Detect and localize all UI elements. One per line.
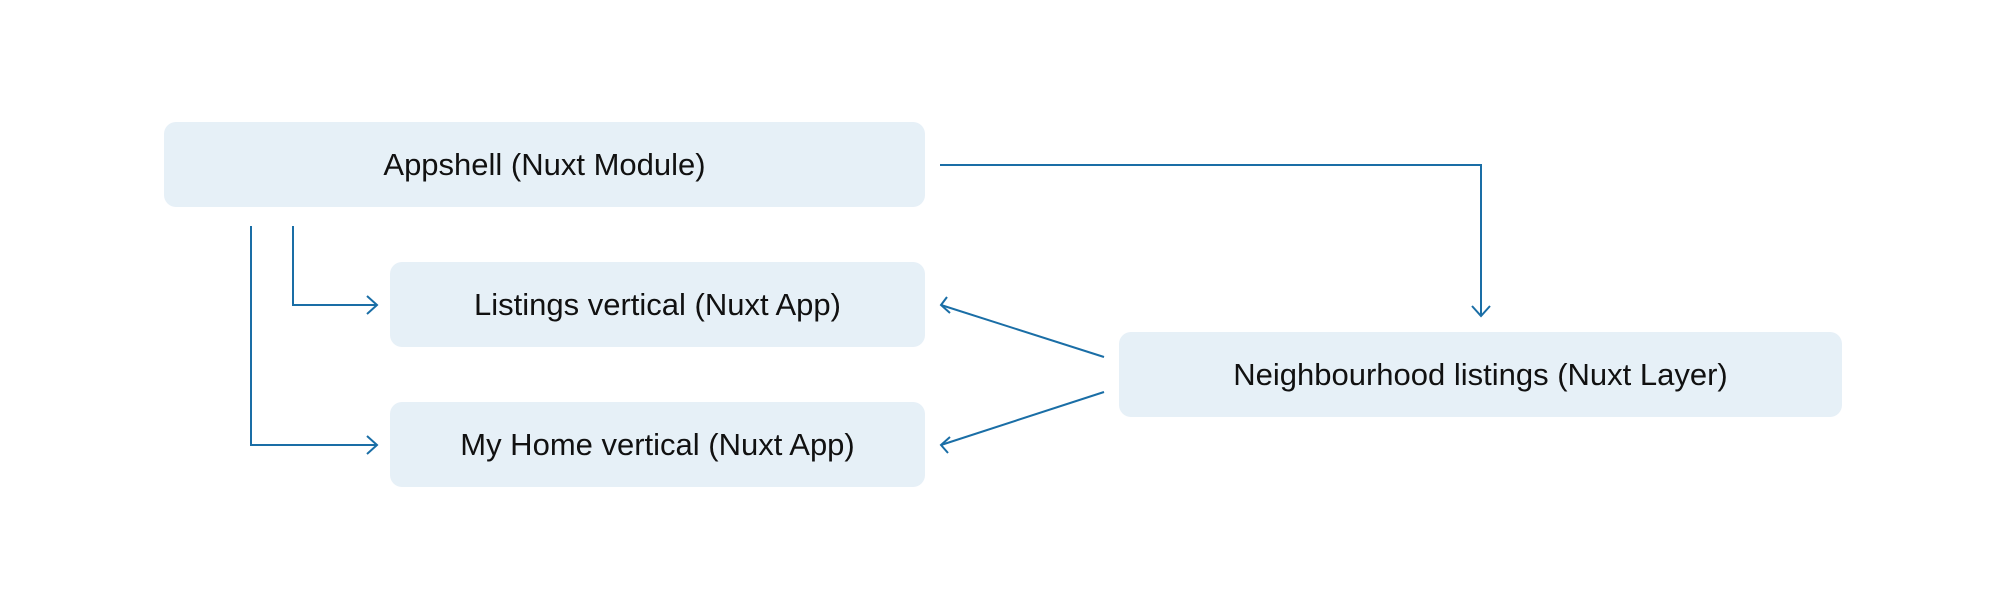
- arrowhead-myhome-right: [939, 436, 951, 454]
- arrowhead-neighbourhood-top: [1471, 305, 1491, 318]
- arrowhead-listings-left: [366, 295, 379, 315]
- my-home-vertical-node: My Home vertical (Nuxt App): [390, 402, 925, 487]
- edge-neighbourhood-to-myhome: [940, 391, 1105, 446]
- arrowhead-myhome-left: [366, 435, 379, 455]
- edge-neighbourhood-to-listings: [940, 304, 1105, 358]
- listings-vertical-label: Listings vertical (Nuxt App): [474, 286, 841, 322]
- arrowhead-listings-right: [939, 296, 951, 314]
- my-home-vertical-label: My Home vertical (Nuxt App): [460, 426, 855, 462]
- appshell-node: Appshell (Nuxt Module): [164, 122, 925, 207]
- neighbourhood-listings-label: Neighbourhood listings (Nuxt Layer): [1233, 356, 1728, 392]
- edge-appshell-to-neighbourhood: [940, 164, 1482, 316]
- edge-appshell-to-listings: [292, 226, 377, 306]
- listings-vertical-node: Listings vertical (Nuxt App): [390, 262, 925, 347]
- appshell-label: Appshell (Nuxt Module): [383, 146, 706, 182]
- edge-appshell-to-myhome: [250, 226, 377, 446]
- neighbourhood-listings-node: Neighbourhood listings (Nuxt Layer): [1119, 332, 1842, 417]
